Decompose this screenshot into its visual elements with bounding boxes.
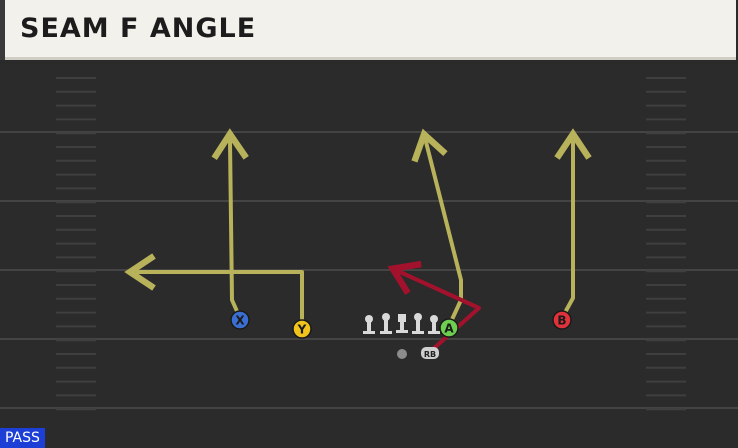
route-y bbox=[124, 253, 304, 330]
lineman-icon bbox=[412, 313, 424, 334]
route-b bbox=[554, 128, 592, 320]
player-a-label: A bbox=[444, 322, 454, 336]
player-b-label: B bbox=[557, 314, 566, 328]
play-type-badge: PASS bbox=[0, 428, 45, 448]
play-title-bar: SEAM F ANGLE bbox=[0, 0, 736, 60]
player-y-label: Y bbox=[297, 323, 307, 337]
quarterback-marker bbox=[397, 349, 407, 359]
route-a bbox=[411, 128, 463, 328]
center-icon bbox=[396, 314, 408, 333]
route-x bbox=[211, 128, 249, 320]
hash-marks bbox=[56, 77, 686, 411]
lineman-icon bbox=[428, 315, 440, 334]
player-x[interactable]: X bbox=[230, 310, 250, 330]
lineman-icon bbox=[363, 315, 375, 334]
player-rb-label: RB bbox=[424, 350, 436, 359]
lineman-icon bbox=[380, 313, 392, 334]
player-b[interactable]: B bbox=[552, 310, 572, 330]
play-title: SEAM F ANGLE bbox=[20, 13, 257, 44]
routes bbox=[124, 128, 592, 352]
play-field bbox=[0, 64, 738, 448]
title-accent bbox=[0, 0, 5, 60]
player-a[interactable]: A bbox=[439, 318, 459, 338]
offensive-line bbox=[363, 313, 440, 334]
player-y[interactable]: Y bbox=[292, 319, 312, 339]
player-rb[interactable]: RB bbox=[421, 347, 439, 359]
player-x-label: X bbox=[235, 314, 245, 328]
yard-lines bbox=[0, 131, 738, 409]
